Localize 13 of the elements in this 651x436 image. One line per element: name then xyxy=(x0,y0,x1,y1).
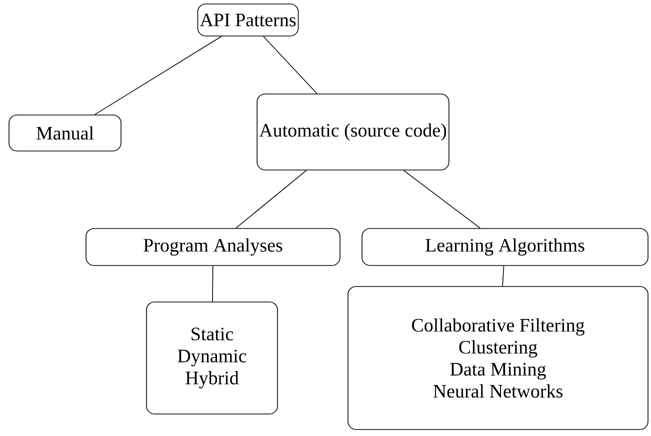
category-box: Learning Algorithms xyxy=(362,228,648,266)
connector-line xyxy=(236,170,307,228)
list-box: Collaborative Filtering Clustering Data Mining Neural Networks xyxy=(348,286,648,430)
connector-line xyxy=(403,170,480,228)
category-box: Automatic (source code) xyxy=(256,94,450,170)
list-box: Static Dynamic Hybrid xyxy=(146,302,278,414)
connector-line xyxy=(502,265,504,286)
connector-line xyxy=(262,36,318,94)
connector-line xyxy=(94,36,222,115)
connector-line xyxy=(212,265,214,302)
root-box: API Patterns xyxy=(197,4,299,36)
category-box: Manual xyxy=(8,114,122,152)
category-box: Program Analyses xyxy=(86,228,340,266)
